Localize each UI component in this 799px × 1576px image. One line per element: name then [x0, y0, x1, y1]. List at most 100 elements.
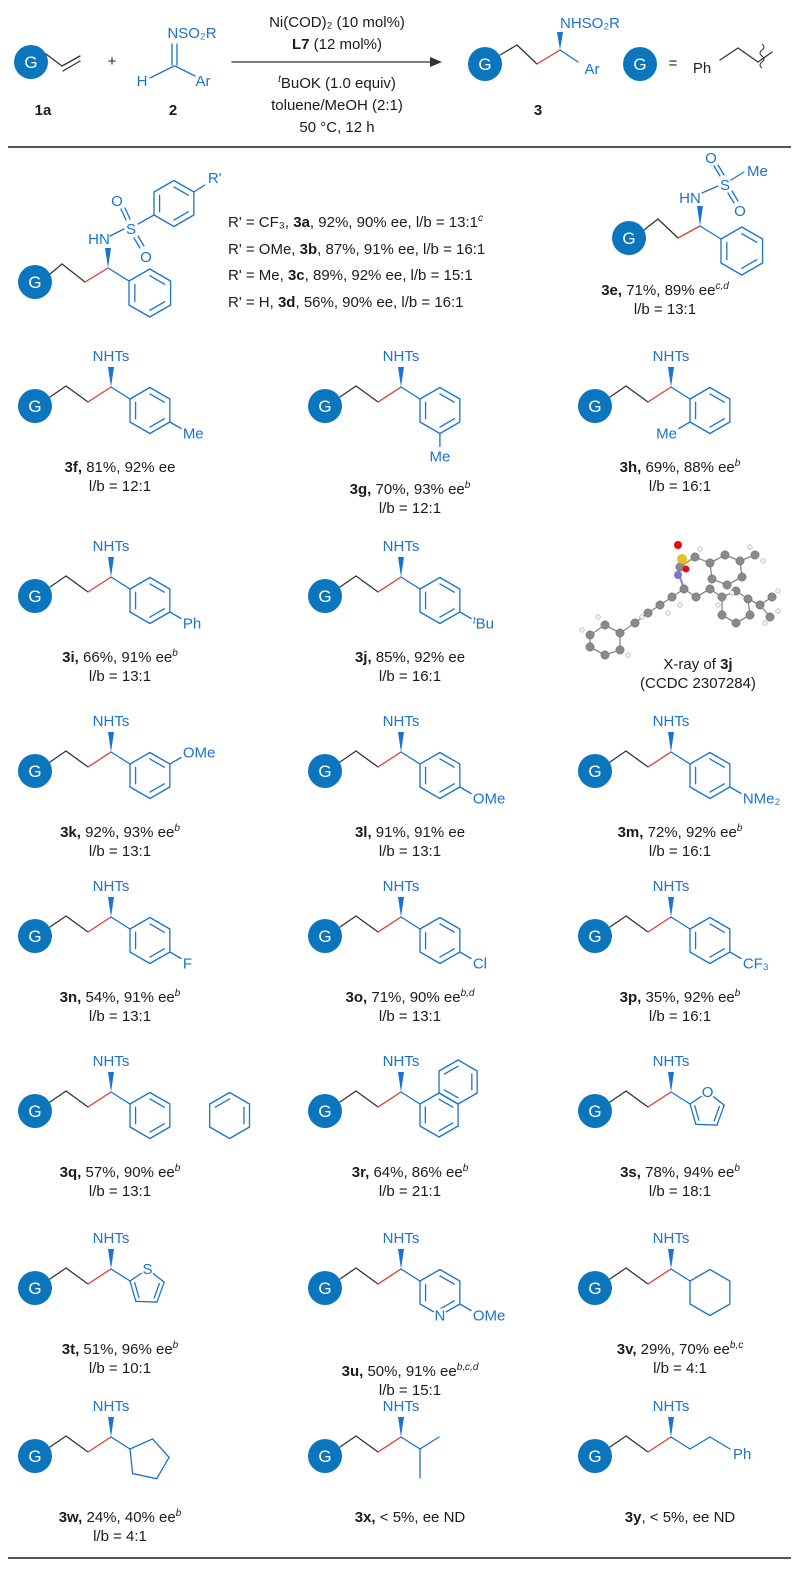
caption-line: 3g, 70%, 93% eeb [290, 480, 530, 499]
substituent-text: Me [656, 426, 677, 443]
footnote: c,d [715, 281, 729, 292]
bond [559, 49, 579, 63]
xray-hydrogen-atom [639, 614, 645, 620]
ring-double-bond [439, 758, 455, 768]
yield-ee: 51%, 96% ee [79, 1341, 173, 1358]
ring-bond [228, 1126, 251, 1140]
g-group-circle [18, 1094, 52, 1128]
g-group-3e [612, 221, 646, 255]
g-group-label: G [24, 53, 37, 72]
xray-carbon-atom [750, 550, 760, 560]
ring-bond [149, 786, 171, 800]
g-group-label: G [588, 762, 601, 781]
g-group-product [468, 47, 502, 81]
amine-label: NHTs [383, 348, 420, 365]
ring-bond [149, 751, 171, 765]
ring-double-bond [713, 1105, 721, 1122]
heteroatom-mask [432, 1308, 447, 1323]
bond [625, 1090, 649, 1108]
ring-double-bond [149, 418, 165, 428]
bond [49, 1435, 67, 1448]
bond [61, 263, 86, 283]
g-group-label: G [28, 397, 41, 416]
ring-bond [716, 1104, 725, 1126]
bond [124, 207, 131, 220]
g-group-label: G [588, 927, 601, 946]
g-group-circle [578, 1271, 612, 1305]
bond [49, 385, 67, 398]
ring-double-bond [149, 1098, 165, 1108]
compound-id: 3f, [64, 459, 83, 476]
bond [609, 1267, 627, 1280]
ring-bond [149, 386, 171, 400]
compound-id: 3b [299, 240, 318, 258]
amine-label: NHTs [93, 878, 130, 895]
bond [49, 750, 67, 763]
ring-bond [709, 421, 731, 435]
g-group-circle [308, 919, 342, 953]
ring-bond [689, 421, 711, 435]
substituent-text: OMe [183, 745, 216, 762]
substituent-label: OMe [473, 1308, 506, 1325]
xray-carbon-atom [585, 642, 595, 652]
footnote: b [734, 988, 741, 999]
ring-bond [149, 576, 171, 590]
ring-bond [149, 1126, 171, 1140]
xray-title-text: X-ray of [663, 656, 721, 673]
substituent-label: F [183, 956, 192, 973]
xray-structure [579, 541, 781, 660]
ring-double-bond [149, 923, 165, 933]
g-group-circle [578, 919, 612, 953]
xray-sulfur-atom [677, 554, 687, 564]
stereo-wedge-bond [398, 1072, 404, 1092]
compound-id: 3x, [354, 1509, 376, 1526]
amine-label: NHTs [653, 348, 690, 365]
xray-carbon-atom [705, 584, 715, 594]
g-group-circle [578, 754, 612, 788]
bond [516, 44, 538, 65]
substituent-bond [169, 756, 182, 765]
bond [339, 1267, 357, 1280]
caption-3x: 3x, < 5%, ee ND [290, 1508, 530, 1527]
bond [709, 1436, 731, 1450]
caption-3e: 3e, 71%, 89% eec,d l/b = 13:1 [545, 281, 785, 319]
bond [699, 225, 722, 240]
g-group-circle [18, 754, 52, 788]
g-group-circle [308, 1094, 342, 1128]
linear-branched-ratio: l/b = 16:1 [648, 478, 712, 495]
imine-label: NSO₂R [167, 25, 216, 42]
yield-ee: 64%, 86% ee [369, 1164, 463, 1181]
new-bond [87, 916, 112, 933]
xray-carbon-atom [691, 592, 701, 602]
bond [110, 916, 131, 930]
ring-bond [209, 1091, 231, 1105]
bond [65, 1090, 89, 1108]
ring-double-bond [149, 393, 165, 403]
amine-label: NHTs [653, 1053, 690, 1070]
ring-bond [419, 1125, 440, 1138]
ligand-text: L7 (12 mol%) [232, 34, 442, 56]
g-group-label: G [28, 1447, 41, 1466]
compound-id: 3w, [58, 1509, 83, 1526]
stereo-wedge-bond [398, 897, 404, 917]
ring-bond [709, 786, 731, 800]
xray-carbon-atom [735, 556, 745, 566]
ring-bond [709, 916, 731, 930]
ring-bond [689, 951, 711, 965]
substituent-label: CF₃ [743, 956, 769, 973]
ring-double-bond [439, 948, 455, 958]
ring-bond [709, 751, 731, 765]
amine-label: NHTs [93, 1053, 130, 1070]
ring-bond [129, 421, 151, 435]
new-bond [647, 1091, 672, 1108]
bond [109, 228, 125, 237]
ring-bond [457, 1059, 478, 1072]
